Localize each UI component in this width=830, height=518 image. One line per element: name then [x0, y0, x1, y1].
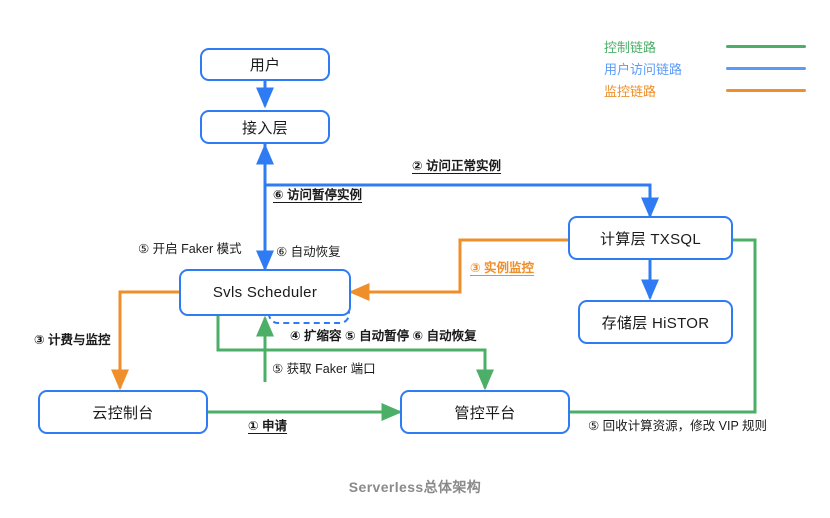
wire-access-to-compute — [263, 144, 659, 219]
node-user[interactable]: 用户 — [200, 48, 330, 81]
wire-compute-to-scheduler-monitor — [348, 238, 568, 301]
edge-label-billing-and-monitor: ③ 计费与监控 — [34, 333, 111, 347]
edge-label-scale-pause-recover: ④ 扩缩容 ⑤ 自动暂停 ⑥ 自动恢复 — [290, 329, 477, 343]
node-svls-scheduler-label: Svls Scheduler — [212, 284, 318, 301]
legend-item-control-link: 控制链路 — [604, 38, 806, 55]
edge-label-auto-recover-top: ⑥ 自动恢复 — [276, 245, 341, 259]
edge-label-enable-faker-mode: ⑤ 开启 Faker 模式 — [138, 242, 242, 256]
diagram-caption: Serverless总体架构 — [348, 479, 482, 495]
legend-item-monitor-link: 监控链路 — [604, 82, 806, 99]
node-compute-layer[interactable]: 计算层 TXSQL — [568, 216, 733, 260]
node-access-layer[interactable]: 接入层 — [200, 110, 330, 144]
node-cloud-console-label: 云控制台 — [92, 404, 154, 422]
legend-label-user-access-link: 用户访问链路 — [604, 61, 683, 77]
edge-label-instance-monitor: ③ 实例监控 — [470, 261, 535, 275]
node-control-platform-label: 管控平台 — [454, 404, 516, 422]
legend-label-control-link: 控制链路 — [604, 39, 657, 55]
legend-swatch-user-access-link — [726, 66, 806, 70]
legend-label-monitor-link: 监控链路 — [604, 83, 657, 99]
node-storage-layer[interactable]: 存储层 HiSTOR — [578, 300, 733, 344]
edge-label-get-faker-port: ⑤ 获取 Faker 端口 — [272, 362, 376, 376]
node-svls-scheduler[interactable]: Svls Scheduler — [179, 269, 351, 316]
edge-label-reclaim-resources: ⑤ 回收计算资源，修改 VIP 规则 — [588, 419, 768, 433]
edge-label-access-normal-instance: ② 访问正常实例 — [412, 159, 502, 173]
legend-swatch-monitor-link — [726, 88, 806, 92]
wire-scheduler-to-cloud-console — [111, 290, 179, 391]
edge-label-access-paused-instance: ⑥ 访问暂停实例 — [273, 188, 363, 202]
node-access-layer-label: 接入层 — [242, 119, 288, 137]
node-control-platform[interactable]: 管控平台 — [400, 390, 570, 434]
node-cloud-console[interactable]: 云控制台 — [38, 390, 208, 434]
legend: 控制链路 用户访问链路 监控链路 — [604, 38, 806, 99]
legend-item-user-access-link: 用户访问链路 — [604, 60, 806, 77]
node-storage-layer-label: 存储层 HiSTOR — [601, 314, 710, 332]
legend-swatch-control-link — [726, 44, 806, 48]
edge-label-apply: ① 申请 — [248, 419, 288, 433]
node-compute-layer-label: 计算层 TXSQL — [599, 230, 702, 248]
node-user-label: 用户 — [249, 57, 281, 74]
wire-scheduler-to-control-platform — [216, 316, 494, 391]
